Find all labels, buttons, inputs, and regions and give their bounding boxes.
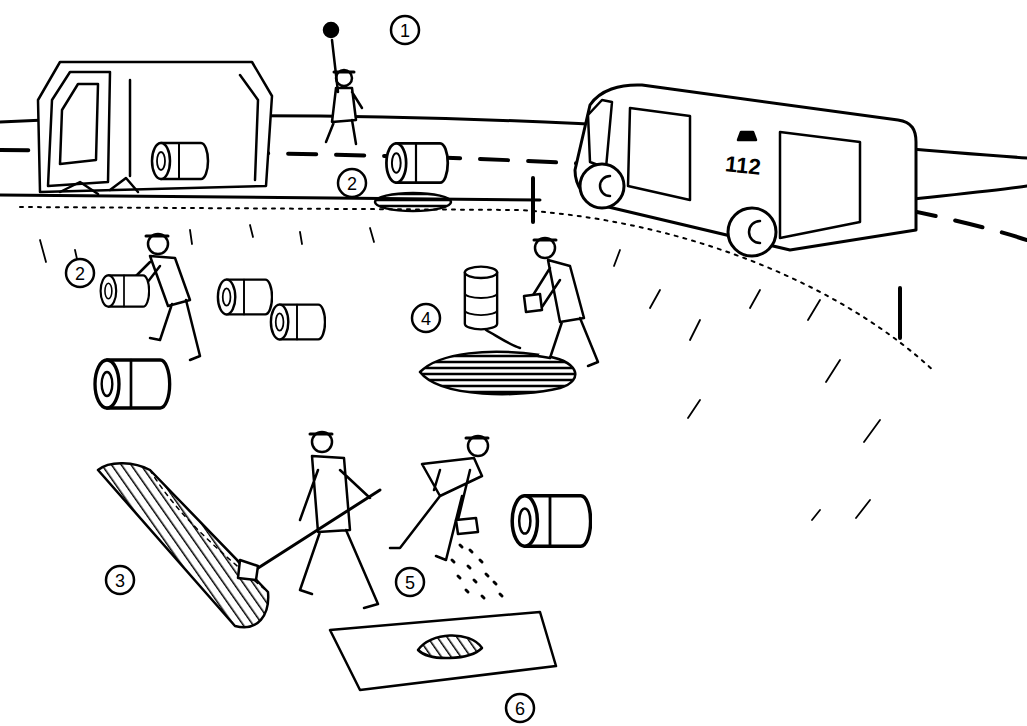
truck-debris [60, 178, 138, 194]
drum [386, 143, 447, 182]
drum [465, 267, 497, 330]
callout-number: 2 [75, 265, 85, 283]
wheel [728, 208, 776, 256]
spill [375, 193, 451, 211]
callout-circle [506, 694, 534, 722]
beacon [738, 132, 756, 140]
callout-circle [391, 16, 419, 44]
callout-circle [66, 259, 94, 287]
absorbent [452, 545, 502, 598]
worker-cap [466, 437, 488, 440]
road-edge [0, 195, 540, 200]
drum [152, 143, 208, 179]
wheel-hub [600, 176, 610, 196]
callout-circle [106, 566, 134, 594]
truck-panel [130, 75, 258, 180]
drum [271, 305, 325, 340]
callout-circle [338, 169, 366, 197]
ambulance-windscreen [588, 100, 612, 168]
worker-body [390, 458, 482, 560]
tarp [330, 612, 556, 690]
ambulance-door [628, 108, 690, 200]
callout-number: 2 [347, 175, 357, 193]
spill [420, 352, 575, 394]
drum [218, 280, 272, 315]
worker-head [535, 238, 555, 258]
truck-cab [48, 72, 110, 186]
drum [512, 496, 590, 546]
scoop [524, 294, 542, 312]
worker-body [128, 256, 200, 360]
waste-pile [418, 635, 482, 658]
worker-cap [310, 433, 332, 436]
wheel-hub [749, 221, 760, 243]
callout-number: 6 [515, 700, 525, 718]
truck-window [60, 84, 98, 164]
worker-cap [534, 239, 556, 242]
worker-body [530, 260, 598, 366]
flagger-body [326, 40, 362, 144]
callout-number: 3 [115, 572, 125, 590]
callout-number: 5 [405, 574, 415, 592]
shovel-blade [238, 560, 258, 580]
drum [95, 360, 170, 408]
ambulance-door [780, 132, 860, 238]
truck-body [38, 62, 272, 192]
bag [456, 518, 478, 534]
callout-number: 1 [400, 22, 410, 40]
contaminated-area [98, 463, 268, 627]
worker-cap [146, 235, 168, 238]
drum [101, 275, 150, 306]
callout-circle [412, 304, 440, 332]
leak [486, 330, 520, 348]
shovel-handle [255, 490, 380, 570]
callout-circle [396, 568, 424, 596]
area-outline [150, 470, 268, 592]
road-edge [905, 186, 1027, 200]
signal-paddle [324, 23, 338, 37]
callout-number: 4 [421, 310, 431, 328]
wheel [580, 164, 624, 208]
vehicle-number: 112 [724, 153, 762, 179]
